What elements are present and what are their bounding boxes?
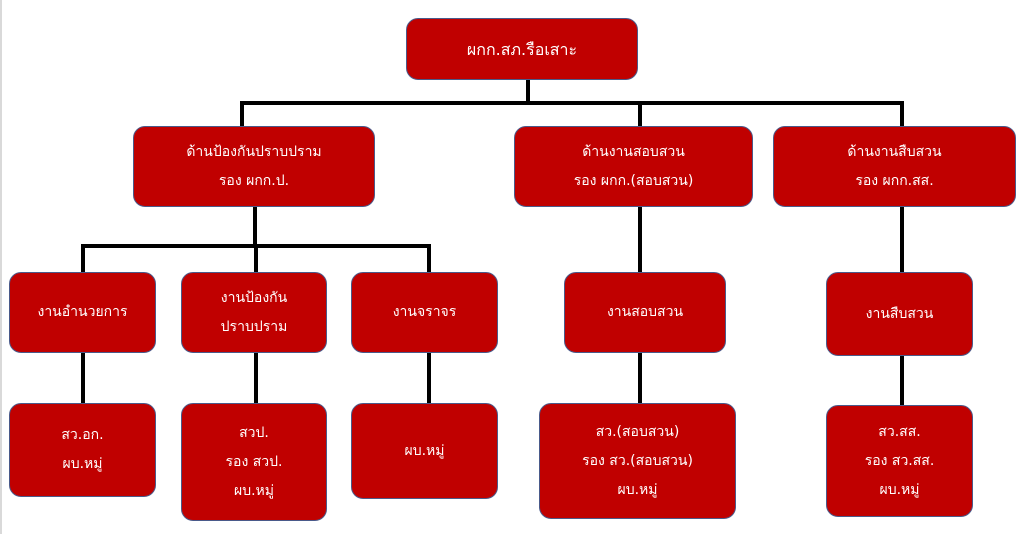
node-label: งานจราจร bbox=[392, 304, 457, 320]
left-border bbox=[0, 0, 2, 534]
unit-investigation: งานสืบสวน bbox=[826, 272, 973, 356]
unit-prevention: งานป้องกัน ปราบปราม bbox=[181, 272, 327, 353]
connector bbox=[240, 101, 904, 105]
node-label: ผบ.หมู่ bbox=[617, 481, 658, 498]
connector bbox=[427, 244, 431, 273]
staff-inquiry: สว.(สอบสวน) รอง สว.(สอบสวน) ผบ.หมู่ bbox=[539, 403, 736, 519]
node-label: รอง ผกก.สส. bbox=[855, 172, 934, 189]
unit-inquiry: งานสอบสวน bbox=[564, 272, 726, 353]
node-label: ด้านป้องกันปราบปราม bbox=[186, 143, 322, 160]
node-label: รอง สว.สส. bbox=[864, 452, 935, 469]
node-label: รอง สวป. bbox=[225, 453, 283, 470]
division-investigation: ด้านงานสืบสวน รอง ผกก.สส. bbox=[773, 126, 1016, 207]
unit-administration: งานอำนวยการ bbox=[9, 272, 156, 353]
node-label: สว.(สอบสวน) bbox=[595, 423, 680, 440]
node-label: ผบ.หมู่ bbox=[404, 442, 445, 459]
node-label: สวป. bbox=[239, 424, 269, 441]
connector bbox=[81, 244, 85, 273]
division-inquiry: ด้านงานสอบสวน รอง ผกก.(สอบสวน) bbox=[514, 126, 753, 207]
connector bbox=[900, 356, 904, 406]
staff-prevention: สวป. รอง สวป. ผบ.หมู่ bbox=[181, 403, 327, 521]
node-label: สว.สส. bbox=[878, 423, 921, 440]
connector bbox=[638, 101, 642, 127]
connector bbox=[81, 353, 85, 404]
connector bbox=[526, 80, 530, 104]
node-label: สว.อก. bbox=[61, 427, 104, 443]
connector bbox=[253, 207, 257, 247]
node-label: ผบ.หมู่ bbox=[62, 456, 103, 472]
connector bbox=[254, 353, 258, 404]
node-label: ผบ.หมู่ bbox=[234, 482, 274, 499]
node-label: งานอำนวยการ bbox=[37, 304, 128, 320]
connector bbox=[427, 353, 431, 404]
division-prevention: ด้านป้องกันปราบปราม รอง ผกก.ป. bbox=[133, 126, 375, 207]
connector bbox=[638, 353, 642, 404]
unit-traffic: งานจราจร bbox=[351, 272, 498, 353]
node-label: รอง สว.(สอบสวน) bbox=[582, 452, 693, 469]
node-label: รอง ผกก.(สอบสวน) bbox=[573, 172, 694, 189]
staff-investigation: สว.สส. รอง สว.สส. ผบ.หมู่ bbox=[826, 405, 973, 517]
root-node: ผกก.สภ.รือเสาะ bbox=[406, 18, 638, 80]
node-label: ผบ.หมู่ bbox=[879, 481, 920, 498]
node-label: งานสอบสวน bbox=[606, 304, 684, 320]
connector bbox=[240, 101, 244, 127]
connector bbox=[900, 207, 904, 273]
node-label: ด้านงานสืบสวน bbox=[847, 143, 942, 160]
node-label: รอง ผกก.ป. bbox=[218, 172, 290, 189]
connector bbox=[638, 207, 642, 273]
node-label: ปราบปราม bbox=[220, 318, 288, 335]
staff-administration: สว.อก. ผบ.หมู่ bbox=[9, 403, 156, 497]
staff-traffic: ผบ.หมู่ bbox=[351, 403, 498, 499]
connector bbox=[900, 101, 904, 127]
node-label: งานป้องกัน bbox=[220, 289, 288, 306]
connector bbox=[254, 244, 258, 273]
node-label: ผกก.สภ.รือเสาะ bbox=[466, 39, 578, 59]
node-label: งานสืบสวน bbox=[865, 305, 934, 322]
node-label: ด้านงานสอบสวน bbox=[582, 143, 685, 160]
